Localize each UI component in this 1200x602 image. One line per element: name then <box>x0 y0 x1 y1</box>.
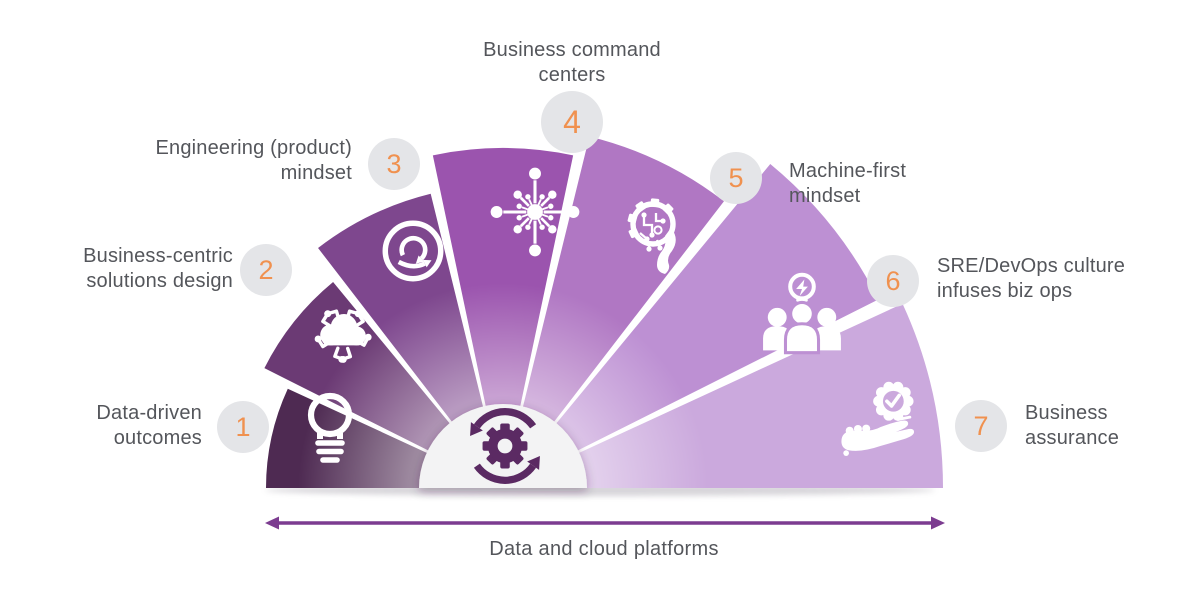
segment-label-1: Data-driven outcomes <box>96 402 202 449</box>
number-badge-6: 6 <box>867 255 919 307</box>
segment-label-4: Business command centers <box>483 39 661 86</box>
number-badge-1: 1 <box>217 401 269 453</box>
axis-arrow <box>265 516 945 530</box>
number-badge-2: 2 <box>240 244 292 296</box>
number-badge-4: 4 <box>541 91 603 153</box>
team-idea-icon <box>763 272 841 355</box>
hand-badge-icon <box>841 381 915 456</box>
network-hub-icon <box>490 167 580 257</box>
center-glow <box>298 283 708 488</box>
segment-label-6: SRE/DevOps culture infuses biz ops <box>937 255 1126 302</box>
segment-label-5: Machine-first mindset <box>789 160 907 207</box>
ai-brain-icon <box>627 198 676 274</box>
lightbulb-icon <box>307 392 353 463</box>
segment-label-3: Engineering (product) mindset <box>155 137 352 184</box>
number-badge-3: 3 <box>368 138 420 190</box>
axis-label: Data and cloud platforms <box>489 538 719 560</box>
gear-cycle-icon <box>470 408 540 484</box>
cloud-network-icon <box>314 309 372 363</box>
number-badge-5: 5 <box>710 152 762 204</box>
agile-loop-icon <box>382 220 444 282</box>
segment-label-2: Business-centric solutions design <box>83 245 233 292</box>
number-badge-7: 7 <box>955 400 1007 452</box>
segment-label-7: Business assurance <box>1025 402 1120 449</box>
